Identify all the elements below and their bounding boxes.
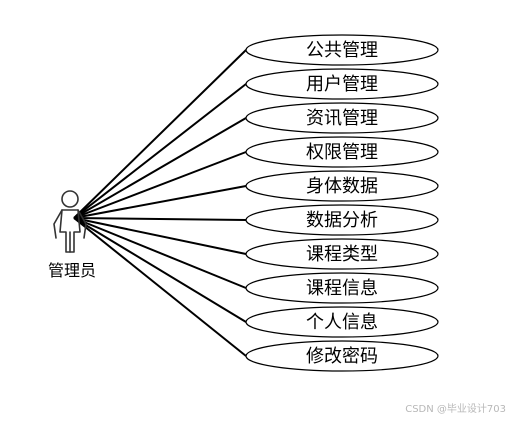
association-line — [73, 217, 247, 357]
use-case-label: 公共管理 — [306, 40, 378, 61]
actor-label: 管理员 — [48, 261, 96, 280]
association-line — [73, 217, 247, 255]
use-case-ellipse — [245, 306, 439, 338]
use-case-label: 用户管理 — [306, 74, 378, 95]
use-case-label: 资讯管理 — [306, 108, 378, 129]
use-case-ellipse — [245, 204, 439, 236]
association-lines — [73, 49, 247, 357]
actor: 管理员 — [48, 190, 96, 280]
use-case-ellipse — [245, 34, 439, 66]
use-case: 修改密码 — [245, 340, 439, 372]
association-line — [73, 49, 247, 219]
use-case: 用户管理 — [245, 68, 439, 100]
use-case-ellipse — [245, 102, 439, 134]
use-case: 数据分析 — [245, 204, 439, 236]
association-line — [73, 185, 247, 219]
use-case-ellipse — [245, 340, 439, 372]
use-case-ellipse — [245, 238, 439, 270]
association-line — [73, 217, 247, 289]
use-case: 身体数据 — [245, 170, 439, 202]
use-case: 公共管理 — [245, 34, 439, 66]
association-line — [73, 151, 247, 219]
association-line — [73, 83, 247, 219]
use-case: 课程类型 — [245, 238, 439, 270]
use-case: 课程信息 — [245, 272, 439, 304]
use-case: 个人信息 — [245, 306, 439, 338]
use-case-label: 权限管理 — [306, 142, 378, 163]
use-case-label: 课程类型 — [306, 244, 378, 265]
use-case-label: 数据分析 — [306, 210, 378, 231]
association-line — [73, 217, 247, 221]
use-case-ellipse — [245, 68, 439, 100]
watermark: CSDN @毕业设计703 — [405, 402, 506, 415]
association-line — [73, 117, 247, 219]
use-case-label: 修改密码 — [306, 346, 378, 367]
use-case-label: 课程信息 — [306, 278, 378, 299]
actor-icon — [53, 190, 87, 253]
use-case-label: 个人信息 — [306, 312, 378, 333]
association-line — [73, 217, 247, 323]
use-case-ellipse — [245, 136, 439, 168]
use-case-label: 身体数据 — [306, 176, 378, 197]
use-case: 权限管理 — [245, 136, 439, 168]
use-case-ellipse — [245, 272, 439, 304]
use-case: 资讯管理 — [245, 102, 439, 134]
use-case-ellipse — [245, 170, 439, 202]
